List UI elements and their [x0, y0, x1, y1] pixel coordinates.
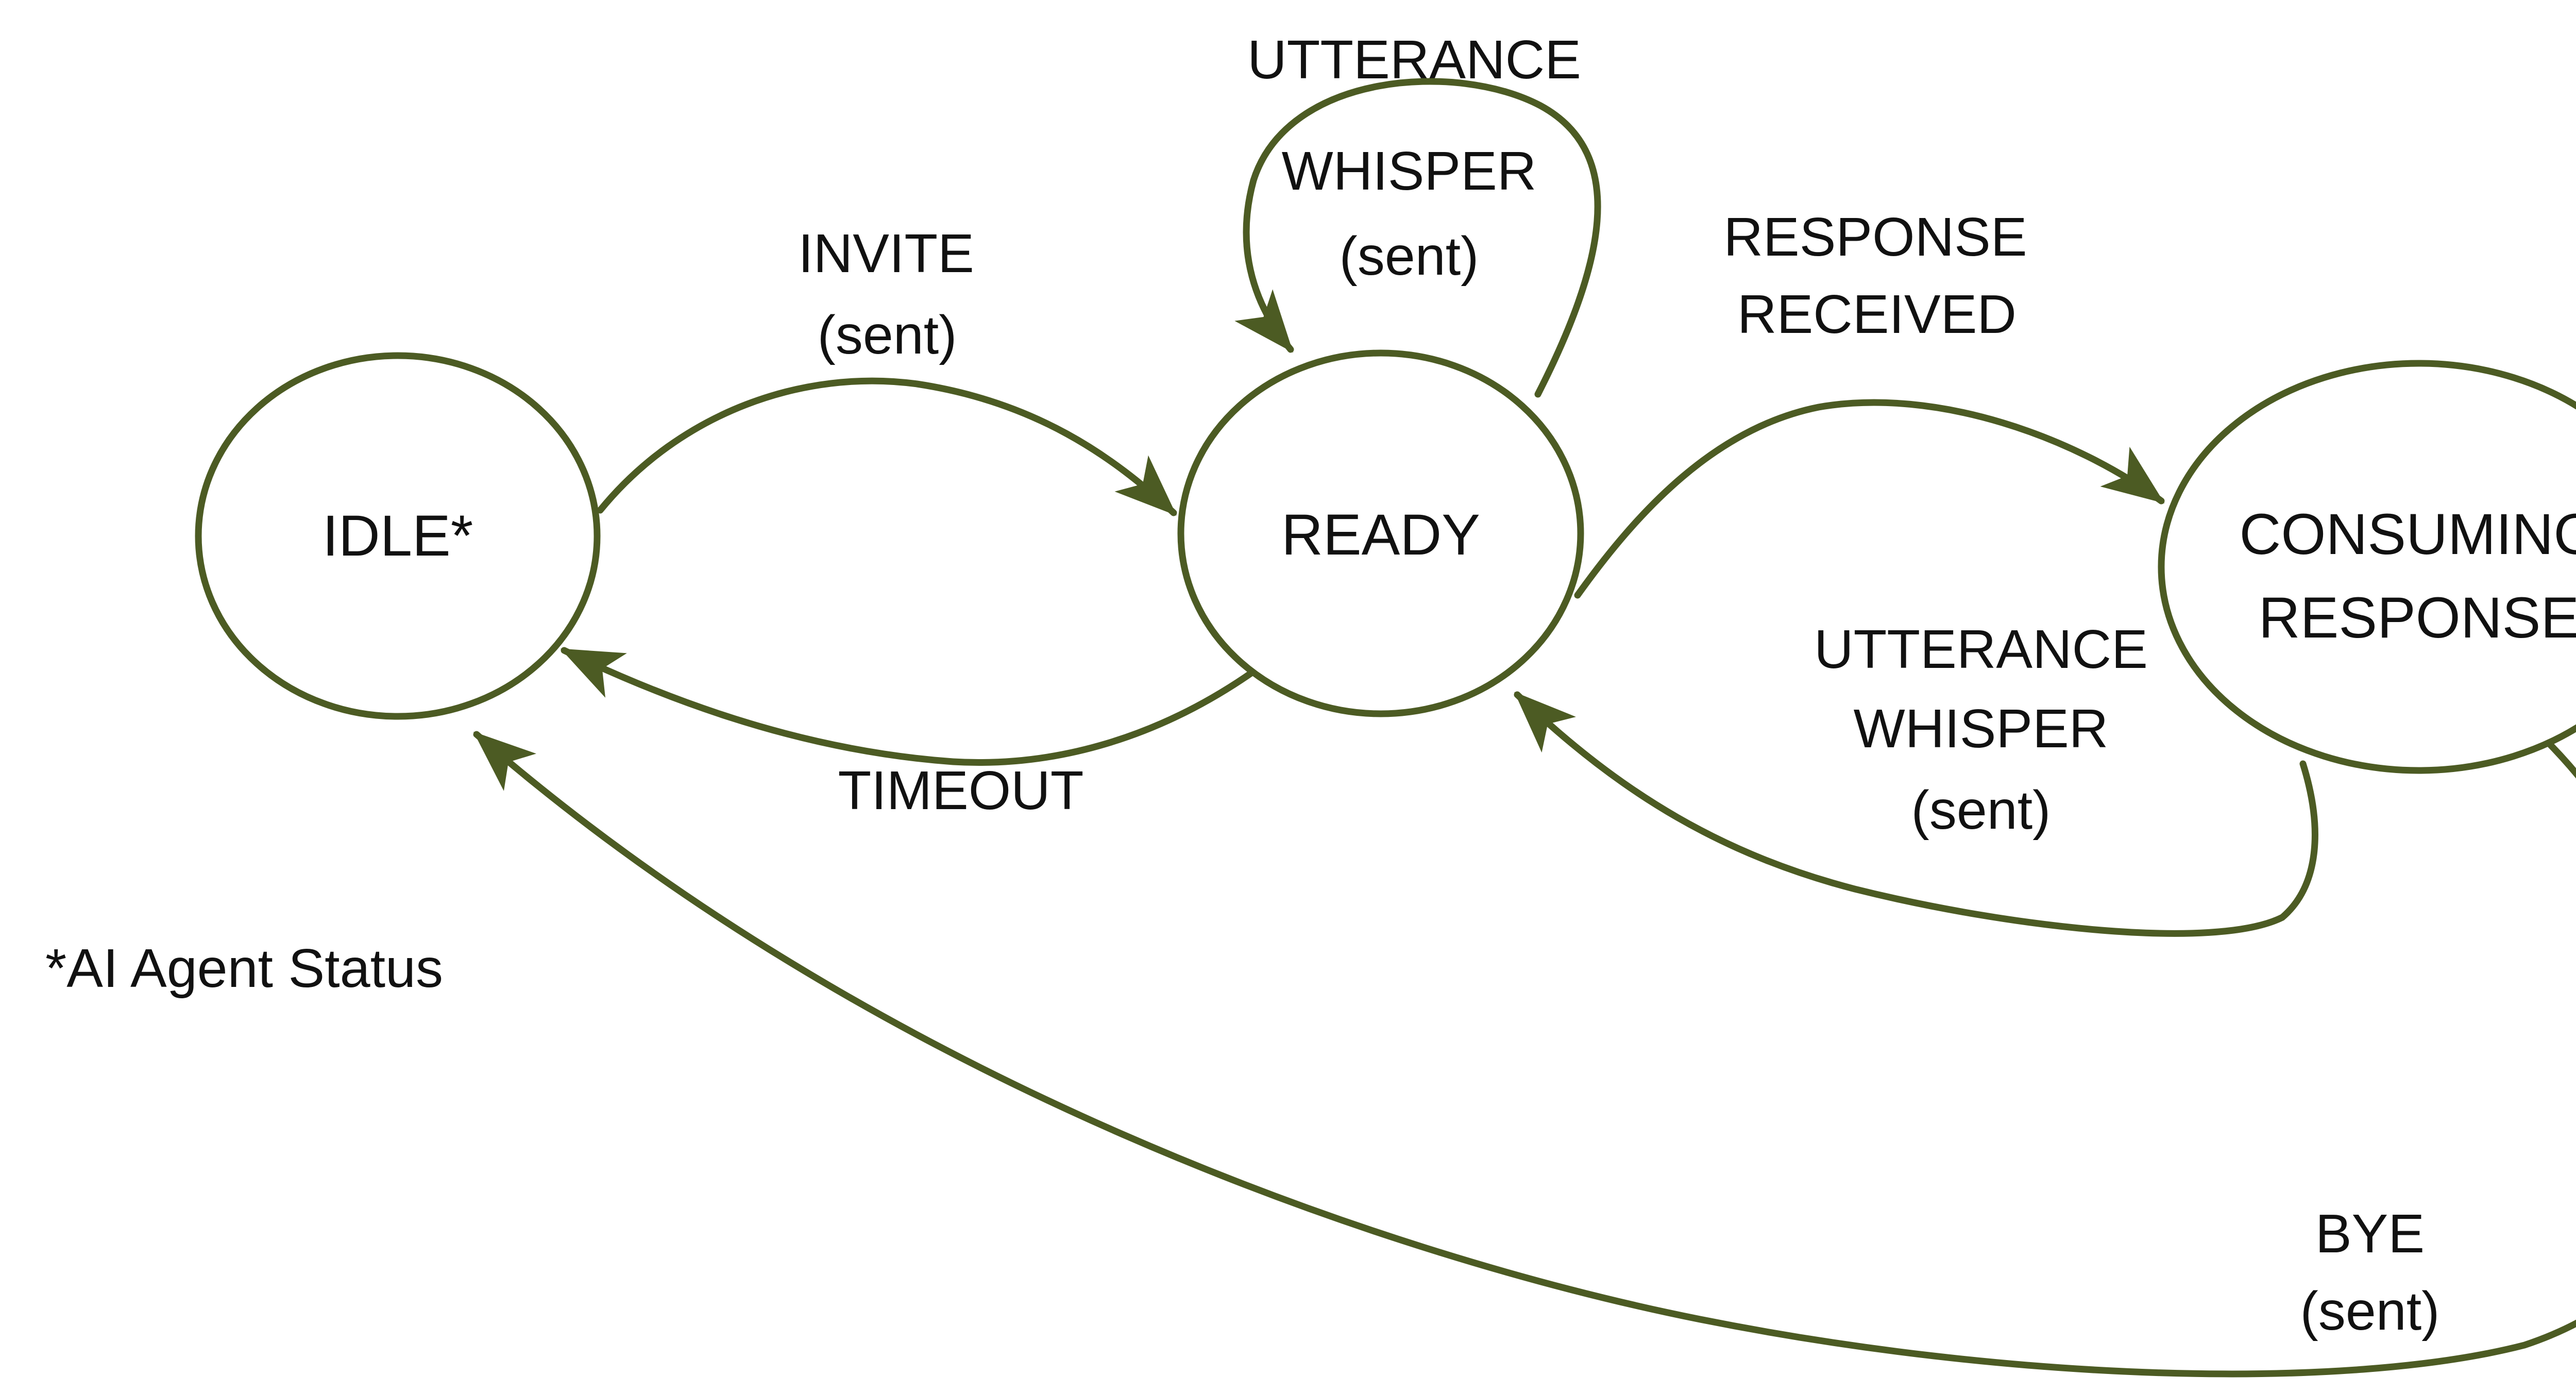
- label-utterance-whisper-return-line3: (sent): [1911, 780, 2051, 841]
- footnote-ai-agent-status: *AI Agent Status: [45, 938, 443, 999]
- label-response-received-line1: RESPONSE: [1723, 207, 2027, 267]
- label-utterance-whisper-return-line2: WHISPER: [1854, 698, 2109, 759]
- label-self-loop-sent: (sent): [1340, 226, 1479, 287]
- state-idle-label: IDLE*: [323, 504, 473, 568]
- transition-utterance-whisper-return-arrow: [1514, 691, 2318, 937]
- state-consuming-response-label-line2: RESPONSE: [2259, 585, 2576, 650]
- transition-bye-arrow: [473, 731, 2576, 1378]
- state-consuming-response: [2158, 360, 2576, 774]
- label-bye-line2: (sent): [2300, 1281, 2440, 1341]
- label-bye-line1: BYE: [2315, 1203, 2425, 1264]
- transition-response-received-arrow: [1574, 399, 2165, 599]
- state-consuming-response-label-line1: CONSUMING: [2240, 502, 2576, 566]
- label-self-loop-whisper: WHISPER: [1282, 141, 1537, 202]
- state-ready: [1177, 349, 1584, 717]
- transition-utterance-whisper-self-arrow: [1234, 78, 1601, 398]
- label-invite-line1: INVITE: [798, 223, 974, 284]
- label-invite-line2: (sent): [818, 305, 957, 365]
- label-timeout: TIMEOUT: [838, 760, 1084, 821]
- label-self-loop-utterance: UTTERANCE: [1247, 29, 1581, 90]
- transition-invite-arrow: [597, 377, 1177, 516]
- state-ready-label: READY: [1281, 502, 1480, 567]
- transition-timeout-arrow: [560, 647, 1256, 766]
- state-idle: [195, 352, 601, 720]
- label-utterance-whisper-return-line1: UTTERANCE: [1814, 619, 2148, 680]
- label-response-received-line2: RECEIVED: [1737, 284, 2016, 345]
